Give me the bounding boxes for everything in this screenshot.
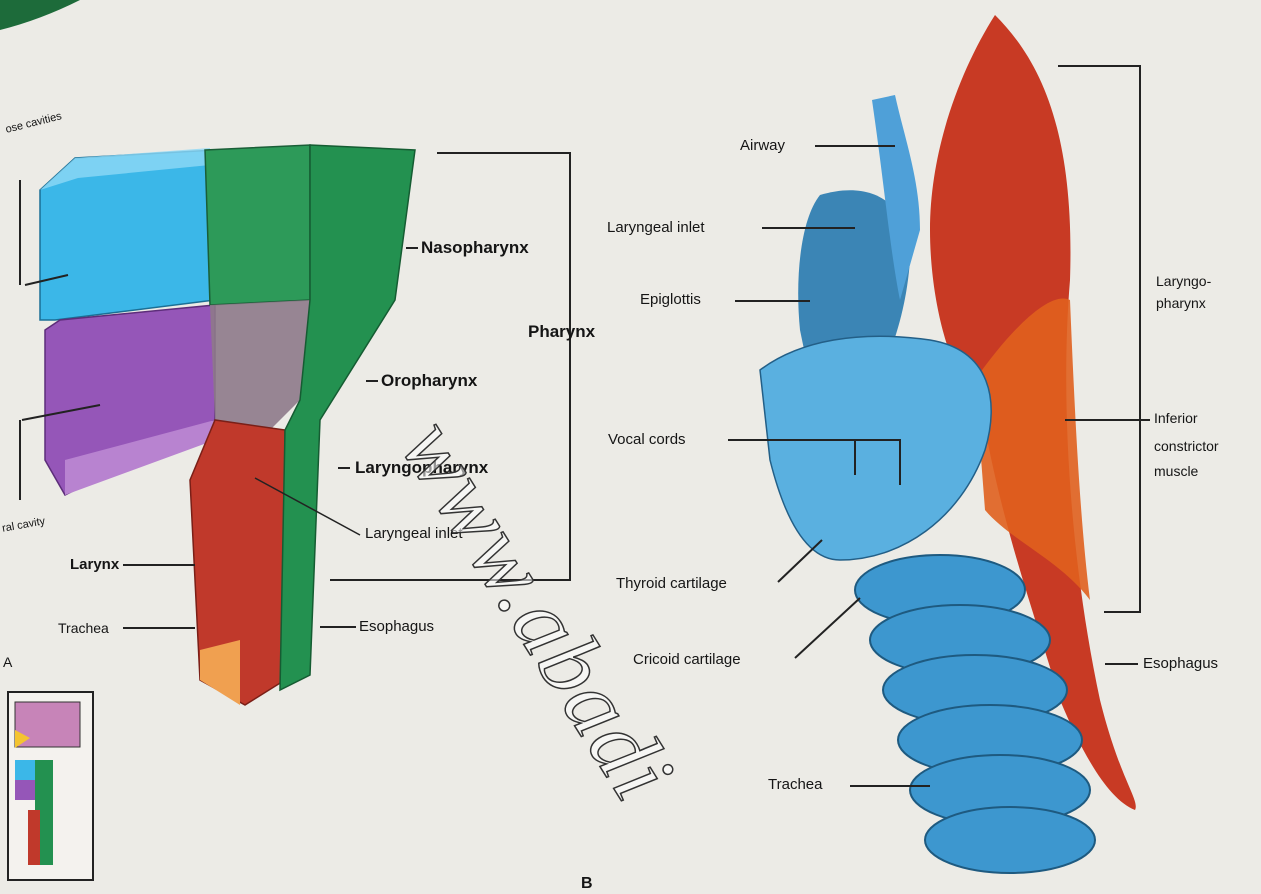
panel-letter-b: B — [581, 876, 593, 892]
label-cricoid-cartilage: Cricoid cartilage — [633, 652, 741, 667]
label-vocal-cords: Vocal cords — [608, 432, 686, 447]
panel-letter-a: A — [3, 655, 12, 669]
label-laryngeal-inlet-b: Laryngeal inlet — [607, 220, 705, 235]
label-oropharynx: Oropharynx — [381, 372, 477, 389]
label-esophagus-a: Esophagus — [359, 619, 434, 634]
label-airway: Airway — [740, 138, 785, 153]
label-thyroid-cartilage: Thyroid cartilage — [616, 576, 727, 591]
label-trachea-b: Trachea — [768, 777, 822, 792]
label-inferior-2: constrictor — [1154, 439, 1219, 453]
label-laryngopharynx-2: pharynx — [1156, 296, 1206, 310]
label-inferior-3: muscle — [1154, 464, 1198, 478]
label-inferior-1: Inferior — [1154, 411, 1198, 425]
inset-diagram — [8, 692, 93, 880]
label-epiglottis: Epiglottis — [640, 292, 701, 307]
label-laryngopharynx-1: Laryngo- — [1156, 274, 1211, 288]
label-pharynx: Pharynx — [528, 323, 595, 340]
label-esophagus-b: Esophagus — [1143, 656, 1218, 671]
label-nasopharynx: Nasopharynx — [421, 239, 529, 256]
label-trachea-a: Trachea — [58, 621, 109, 635]
thyroid-cartilage — [760, 336, 991, 560]
panel-b-illustration — [728, 15, 1150, 873]
label-larynx: Larynx — [70, 557, 119, 572]
nasopharynx-region — [205, 145, 310, 305]
corner-tab — [0, 0, 80, 30]
